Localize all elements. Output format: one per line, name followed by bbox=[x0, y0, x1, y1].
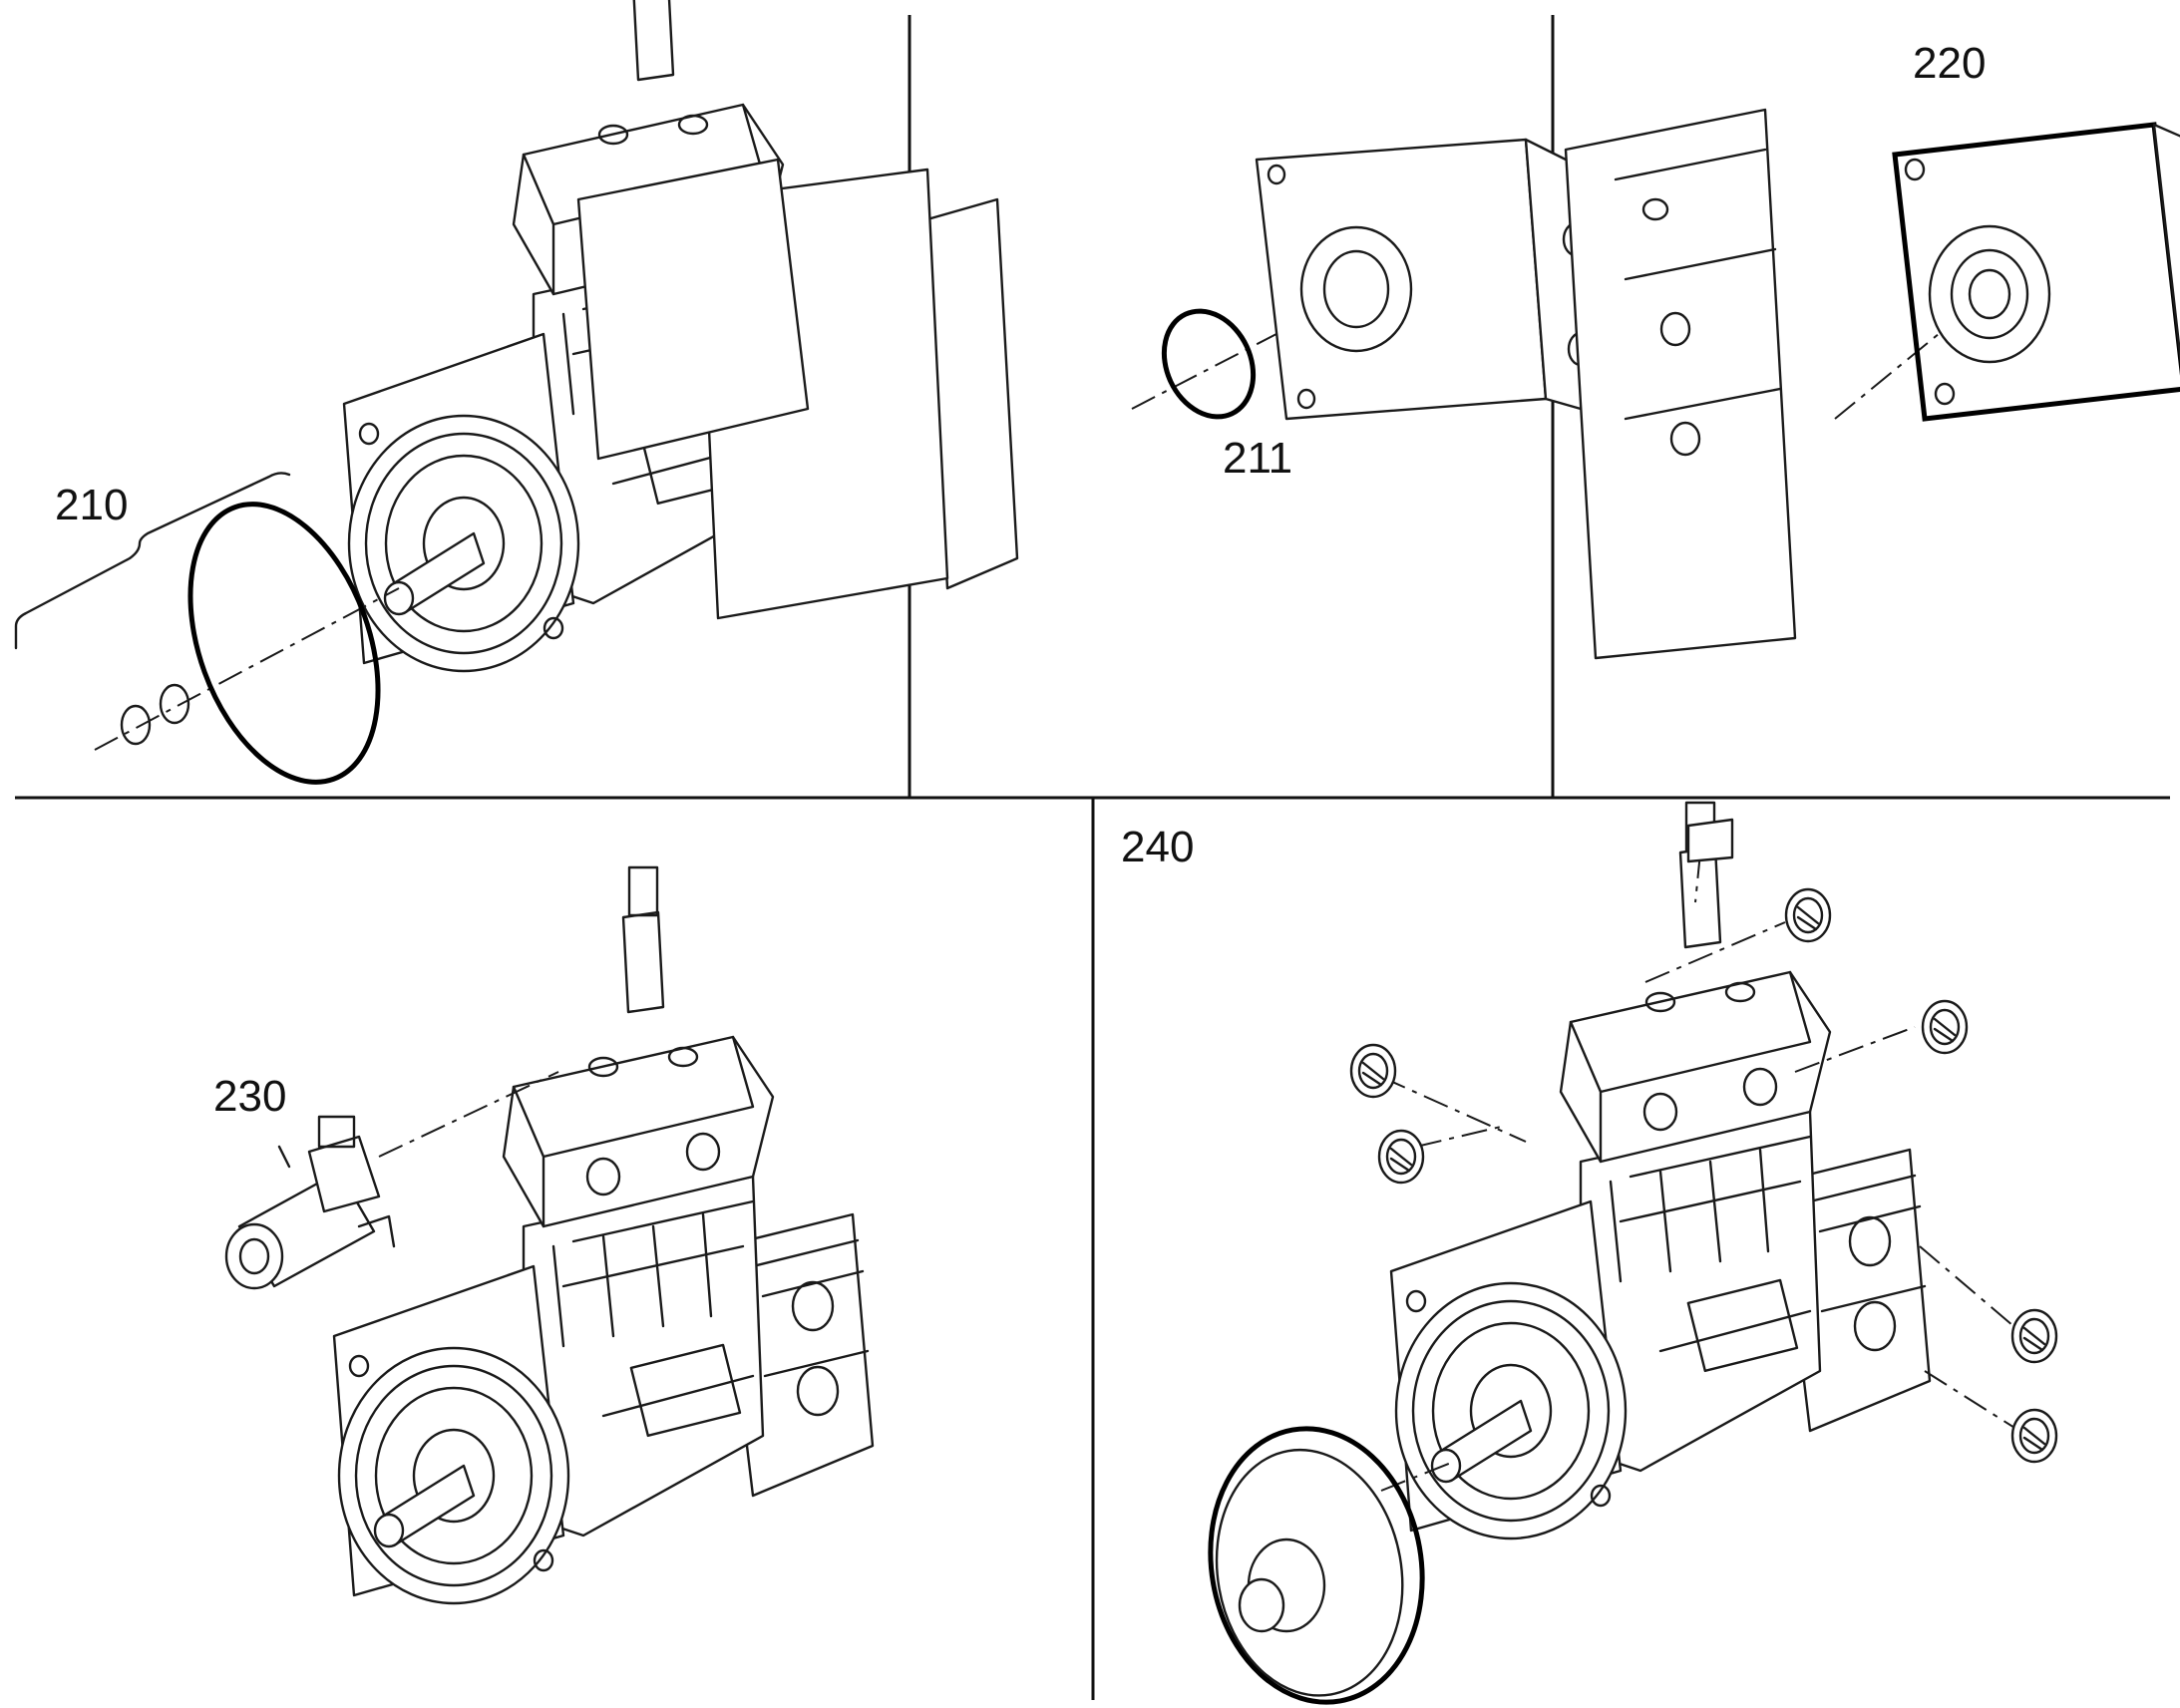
seal-ring-211 bbox=[1161, 308, 1257, 420]
plug-top bbox=[1686, 818, 1734, 863]
plug-right bbox=[1921, 999, 1969, 1055]
callout-210: 210 bbox=[55, 481, 129, 529]
retaining-ring-2 bbox=[120, 704, 152, 746]
retaining-ring-1 bbox=[159, 683, 190, 725]
panel-240 bbox=[1208, 801, 2058, 1705]
cover-240 bbox=[1208, 1426, 1425, 1705]
panel-230 bbox=[224, 865, 875, 1605]
panel-220 bbox=[1564, 108, 2180, 660]
callout-240: 240 bbox=[1121, 823, 1195, 871]
plug-upper-right bbox=[1784, 887, 1832, 943]
adapter-plate bbox=[1255, 138, 1618, 421]
o-ring-large bbox=[187, 502, 381, 785]
plug-lower-right-1 bbox=[2010, 1308, 2058, 1364]
callout-211: 211 bbox=[1223, 434, 1293, 483]
plate-220 bbox=[1892, 122, 2180, 422]
plug-lower-right-2 bbox=[2010, 1408, 2058, 1464]
solenoid-230 bbox=[224, 1115, 396, 1290]
kit-bracket bbox=[14, 472, 291, 650]
callout-230: 230 bbox=[213, 1072, 287, 1121]
panel-211 bbox=[576, 138, 1618, 620]
callout-220: 220 bbox=[1913, 39, 1987, 88]
plug-left-2 bbox=[1377, 1129, 1425, 1185]
plug-left-1 bbox=[1349, 1043, 1397, 1099]
panel-210 bbox=[14, 0, 885, 785]
